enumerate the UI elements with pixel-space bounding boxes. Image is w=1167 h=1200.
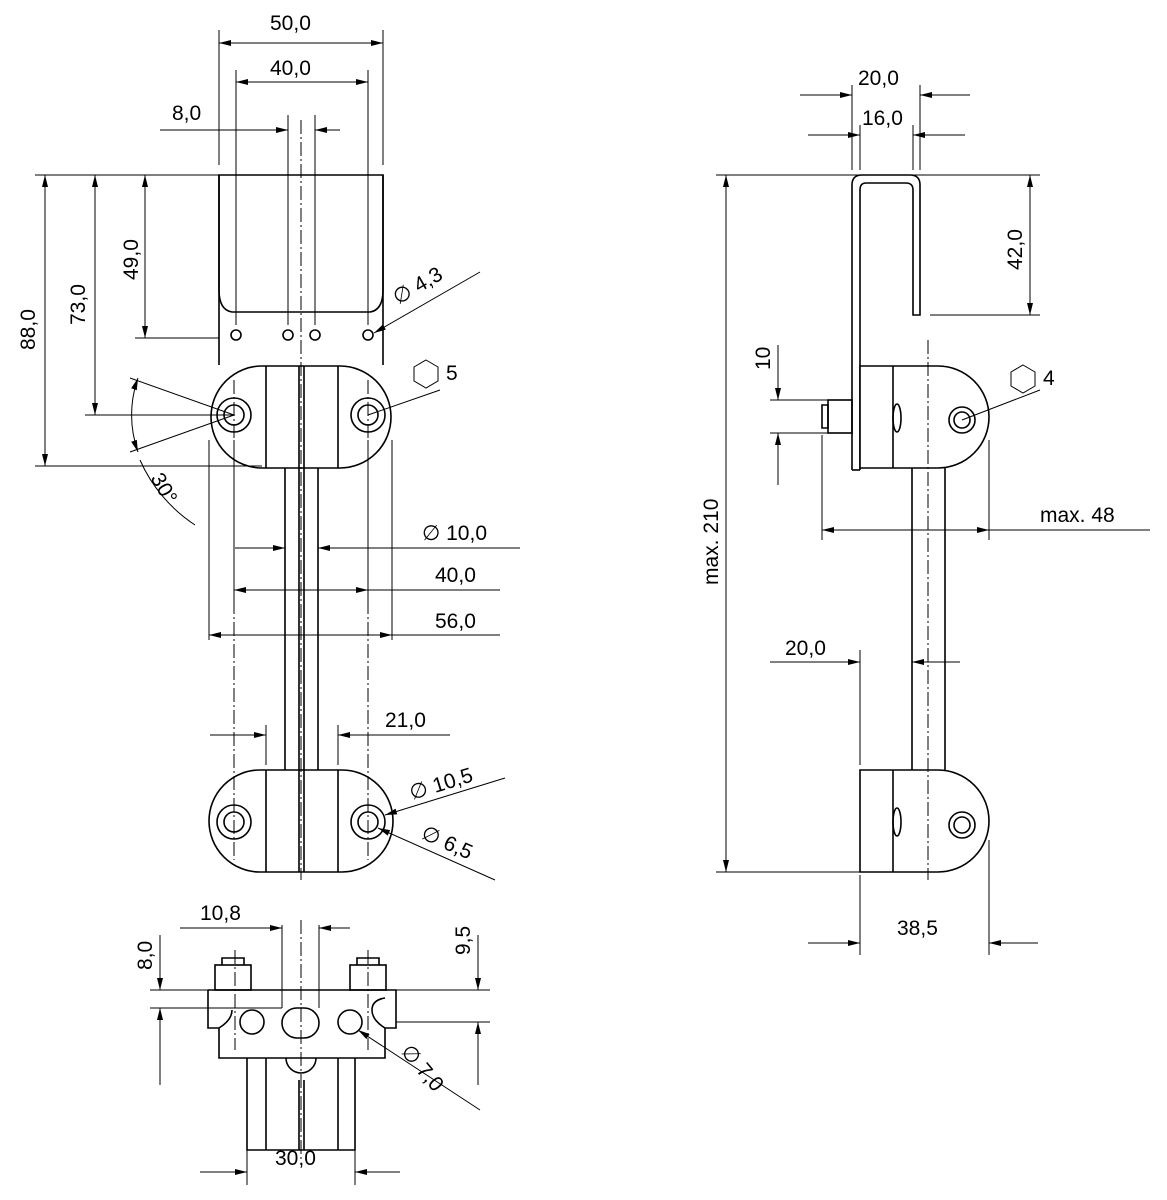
dim-height-total: 88,0 xyxy=(17,309,40,350)
dim-width-outer: 50,0 xyxy=(270,12,311,35)
dim-angle: 30° xyxy=(146,469,182,508)
dim-side-width-inner: 16,0 xyxy=(862,107,903,130)
hex-key-icon-side xyxy=(1010,364,1036,394)
hex-key-icon xyxy=(413,359,439,389)
dim-rod-spacing: 21,0 xyxy=(385,709,426,732)
dim-bore-diameter-7: ∅ 7,0 xyxy=(396,1040,448,1096)
dim-side-hex-key: 4 xyxy=(1043,367,1055,390)
dim-clamp-hole-spacing: 40,0 xyxy=(435,564,476,587)
dim-max-length: max. 210 xyxy=(700,499,723,585)
dim-side-width-outer: 20,0 xyxy=(858,67,899,90)
dim-hex-key: 5 xyxy=(446,362,458,385)
dim-rod-diameter: ∅ 10,0 xyxy=(422,522,487,545)
dim-clamp-width: 56,0 xyxy=(435,610,476,633)
dim-rod-offset: 20,0 xyxy=(785,637,826,660)
dim-slot-offset: 10,8 xyxy=(200,902,241,925)
dim-width-inner: 40,0 xyxy=(270,57,311,80)
dim-height-plate: 49,0 xyxy=(120,239,143,280)
dim-height-left: 8,0 xyxy=(134,941,157,970)
dim-height-right: 9,5 xyxy=(452,926,475,955)
dim-max-depth: max. 48 xyxy=(1040,504,1115,527)
dim-nut-height: 10 xyxy=(752,347,775,370)
dim-counterbore-diameter: ∅ 10,5 xyxy=(407,764,476,805)
front-view: 50,0 40,0 8,0 88,0 73,0 49,0 ∅ 4,3 5 30°… xyxy=(17,12,520,881)
bottom-view: 10,8 8,0 9,5 ∅ 7,0 30,0 xyxy=(134,902,490,1185)
dim-hole-spacing: 8,0 xyxy=(172,102,201,125)
dim-hook-depth: 42,0 xyxy=(1004,229,1027,270)
dim-hole-diameter: ∅ 4,3 xyxy=(389,263,447,310)
dim-clamp-depth: 38,5 xyxy=(897,917,938,940)
dim-bore-diameter: ∅ 6,5 xyxy=(418,822,476,865)
dim-height-axis: 73,0 xyxy=(67,284,90,325)
dim-width: 30,0 xyxy=(275,1147,316,1170)
side-view: 20,0 16,0 42,0 10 4 max. 210 max. 48 20,… xyxy=(700,67,1150,955)
